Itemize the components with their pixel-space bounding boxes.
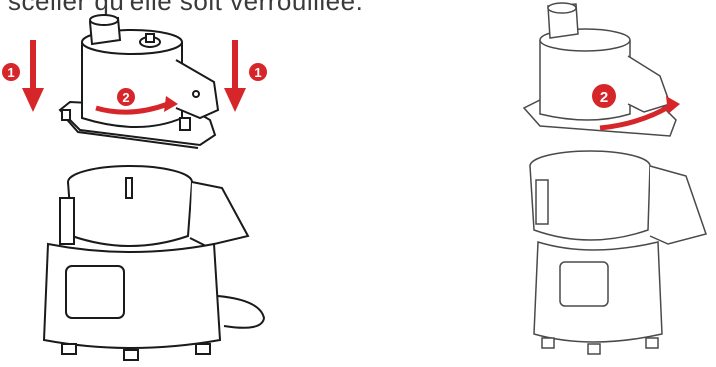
step1-label-left: 1 xyxy=(7,65,14,80)
right-figure: 2 xyxy=(480,0,716,367)
down-arrow-right xyxy=(224,40,246,112)
base-unit xyxy=(44,166,264,360)
left-figure: 1 1 2 xyxy=(0,0,300,367)
step1-badge-right: 1 xyxy=(249,63,267,81)
step2-badge-left: 2 xyxy=(117,88,135,106)
step2-label-left: 2 xyxy=(122,90,129,105)
down-arrow-left xyxy=(22,40,44,112)
base-unit-right xyxy=(530,151,706,354)
lid-assembly xyxy=(60,15,218,148)
step1-badge-left: 1 xyxy=(2,63,20,81)
step2-badge-right: 2 xyxy=(592,84,616,108)
step1-label-right: 1 xyxy=(254,65,261,80)
step2-label-right: 2 xyxy=(600,89,608,106)
